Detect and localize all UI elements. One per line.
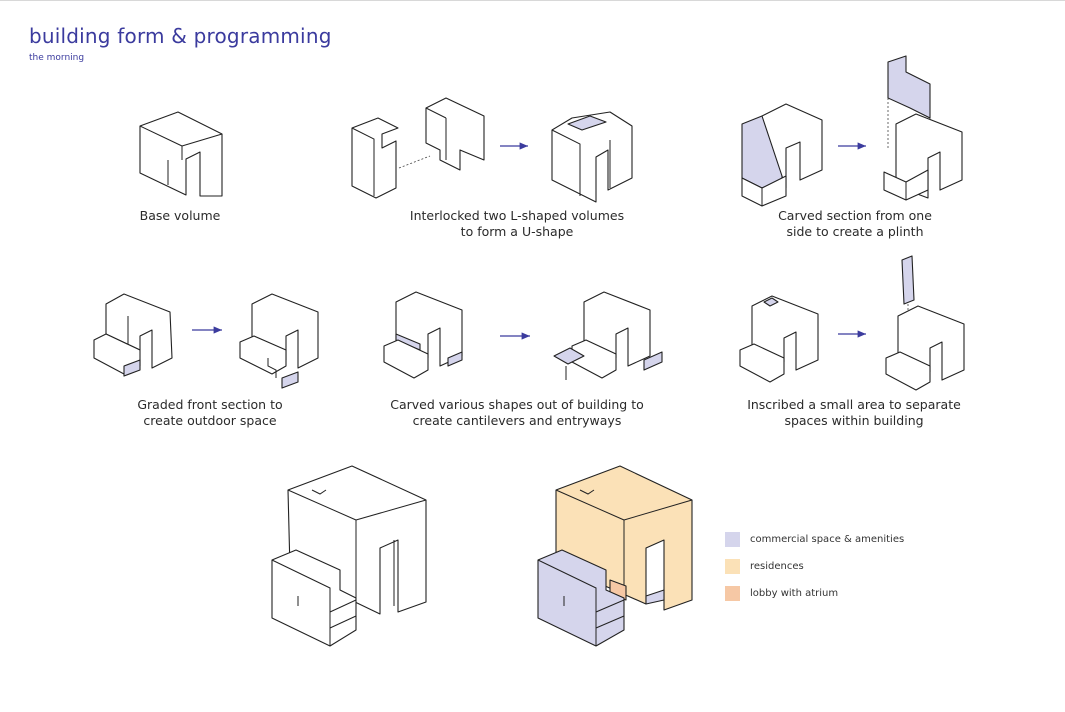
caption-carved-shapes: Carved various shapes out of building to… <box>390 397 644 428</box>
legend-lobby: lobby with atrium <box>725 585 838 601</box>
residences-swatch <box>725 558 740 574</box>
final-massing-line-diagram <box>271 465 427 647</box>
plinth-diagram <box>741 55 963 207</box>
page-subtitle: the morning <box>29 53 85 63</box>
base-volume-diagram <box>139 111 223 197</box>
page-title: building form & programming <box>29 24 332 48</box>
legend-residences: residences <box>725 558 804 574</box>
final-massing-colored-diagram <box>537 465 693 647</box>
graded-section-diagram <box>93 293 319 389</box>
inscribed-area-diagram <box>739 255 965 391</box>
top-divider <box>0 0 1065 1</box>
interlock-diagram <box>351 97 633 203</box>
commercial-swatch <box>725 531 740 547</box>
caption-base-volume: Base volume <box>139 208 221 223</box>
legend-commercial: commercial space & amenities <box>725 531 904 547</box>
carved-shapes-diagram <box>383 291 663 380</box>
lobby-swatch <box>725 585 740 601</box>
